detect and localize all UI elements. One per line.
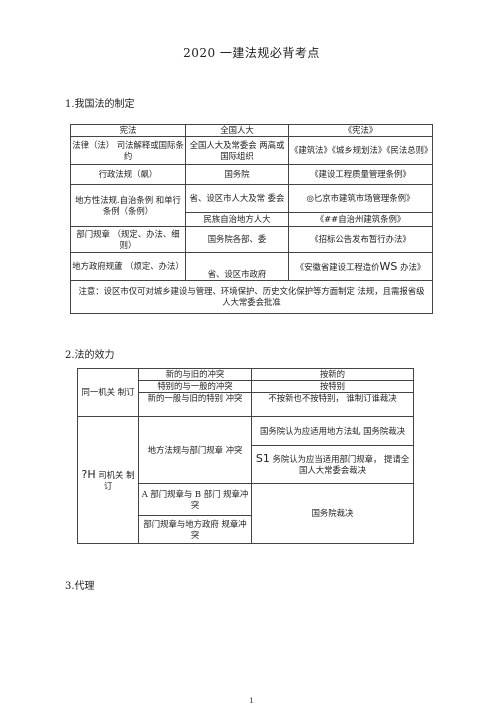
- table-cell: 《招标公告发布暂行办法》: [288, 226, 433, 253]
- table-cell: 特别的与一般的冲突: [138, 380, 252, 393]
- table-cell: 《宪法》: [288, 124, 433, 137]
- table-cell: 《安徽省建设工程造价WS 办法》: [288, 252, 433, 281]
- table-cell: 新的与旧的冲突: [138, 368, 252, 381]
- cell-text: 《安徽省建设工程造价: [295, 261, 380, 272]
- cell-text: 务院认为应当适用部门规章， 提请全国人大常委会裁决: [269, 454, 410, 475]
- table-cell: 地方性法规.自治条例 和单行条例（条例）: [70, 184, 186, 227]
- table-cell: 地方法规与部门规章 冲突: [138, 416, 252, 484]
- cell-text: 司机关 制订: [95, 469, 135, 491]
- table-row: 行政法规（飙） 国务院 《建设工程质量管理条例》: [70, 164, 433, 185]
- table-cell: 部门规章与地方政府 规章冲突: [138, 515, 252, 544]
- page-number: 1: [249, 697, 254, 705]
- table-cell: 全国人大: [185, 124, 289, 137]
- table-cell: S1 务院认为应当适用部门规章， 提请全国人大常委会裁决: [251, 445, 414, 484]
- table-cell: 按特别: [251, 380, 414, 393]
- table-row: 地方政府规蘆 （烦定、办法） 省、设区市政府 《安徽省建设工程造价WS 办法》: [70, 252, 433, 281]
- table-cell: 行政法规（飙）: [70, 164, 186, 185]
- table-cell: 国务院认为应适用地方法虬 国务院裁决: [251, 416, 414, 446]
- table-cell: 省、设区市政府: [185, 252, 289, 281]
- law-effect-table: 同一机关 制订 新的与旧的冲突 按新的 特别的与一般的冲突 按特别 新的一般与旧…: [77, 368, 414, 544]
- cell-text-prefix: ?H: [81, 467, 96, 481]
- table-row: 新的一般与旧的特别 冲突 不按新也不按特别， 谁制订谁裁决: [78, 392, 414, 417]
- table-cell: 《建设工程质量管理条例》: [288, 164, 433, 185]
- table-row: 部门规章 （规定、办法、细则） 国务院各部、委 《招标公告发布暂行办法》: [70, 226, 433, 253]
- table-cell: 按新的: [251, 368, 414, 381]
- table-row: 特别的与一般的冲突 按特别: [78, 380, 414, 393]
- table-cell: ?H 司机关 制订: [77, 416, 139, 544]
- table-cell: ◎匕京市建筑市场管理条例》: [288, 184, 433, 213]
- table-cell: 国务院裁决: [251, 483, 414, 544]
- section-heading-agency: 3.代理: [65, 581, 95, 592]
- table-cell: 法律（法） 司法解释或国际条约: [70, 136, 186, 165]
- cell-text-prefix: S1: [255, 452, 270, 465]
- table-cell: 不按新也不按特别， 谁制订谁裁决: [251, 392, 414, 417]
- law-making-table: 宪法 全国人大 《宪法》 法律（法） 司法解释或国际条约 全国人大及常委会 两高…: [70, 124, 433, 314]
- table-cell: 省、设区市人大及常 委会: [185, 184, 289, 213]
- table-row: 民族自治地方人大 《##自治州建筑条例》: [71, 212, 433, 227]
- table-cell: 国务院: [185, 164, 289, 185]
- table-note: 注意：设区市仅可对城乡建设与管理、环境保护、历史文化保护等方面制定 法规，且需报…: [70, 280, 433, 314]
- section-heading-law-effect: 2.法的效力: [65, 350, 115, 361]
- table-cell: 民族自治地方人大: [185, 212, 289, 227]
- table-row: 地方性法规.自治条例 和单行条例（条例） 省、设区市人大及常 委会 ◎匕京市建筑…: [70, 184, 433, 227]
- table-cell: 全国人大及常委会 两高或国际组织: [185, 136, 289, 165]
- table-cell: 新的一般与旧的特别 冲突: [138, 392, 252, 417]
- table-row: ?H 司机关 制订 地方法规与部门规章 冲突 国务院认为应适用地方法虬 国务院裁…: [77, 416, 414, 544]
- table-cell: 同一机关 制订: [77, 368, 139, 417]
- table-row: 部门规章与地方政府 规章冲突: [78, 515, 414, 544]
- table-cell: 国务院各部、委: [185, 226, 289, 253]
- cell-text-ws: WS: [379, 259, 398, 273]
- table-row: 法律（法） 司法解释或国际条约 全国人大及常委会 两高或国际组织 《建筑法》《城…: [70, 136, 433, 165]
- table-row: 同一机关 制订 新的与旧的冲突 按新的: [77, 368, 414, 417]
- table-cell: A 部门规章与 B 部门 规章冲突: [138, 483, 252, 516]
- document-title: 2020 一建法规必背考点: [183, 46, 320, 60]
- section-heading-law-making: 1.我国法的制定: [65, 99, 135, 110]
- table-cell: 《建筑法》《城乡规划法》《民法总则》: [288, 136, 433, 165]
- table-row: 注意：设区市仅可对城乡建设与管理、环境保护、历史文化保护等方面制定 法规，且需报…: [70, 280, 433, 314]
- table-row: 宪法 全国人大 《宪法》: [70, 124, 433, 137]
- table-cell: 部门规章 （规定、办法、细则）: [70, 226, 186, 253]
- table-row: S1 务院认为应当适用部门规章， 提请全国人大常委会裁决: [78, 445, 414, 484]
- cell-text: 办法》: [397, 261, 426, 272]
- table-cell: 宪法: [70, 124, 186, 137]
- table-cell: 《##自治州建筑条例》: [288, 212, 433, 227]
- table-cell: 地方政府规蘆 （烦定、办法）: [70, 252, 186, 281]
